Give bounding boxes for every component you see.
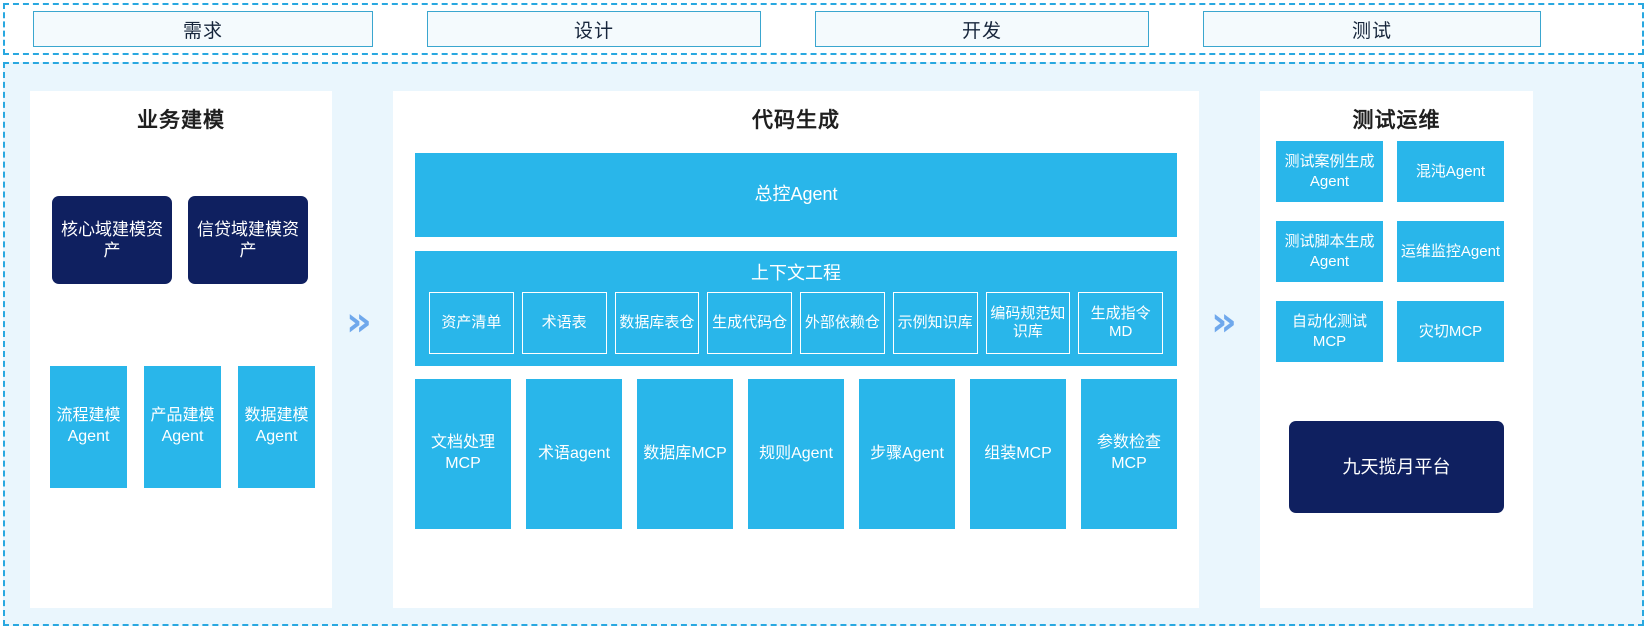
- context-item-label: 数据库表仓: [619, 313, 695, 331]
- testops-card-automated-testing-mcp[interactable]: 自动化测试MCP: [1276, 301, 1383, 362]
- panel-code-generation: 代码生成 总控Agent 上下文工程 资产清单 术语表 数据库表仓: [393, 91, 1199, 608]
- master-agent-label: 总控Agent: [754, 184, 838, 205]
- phase-tab-testing[interactable]: 测试: [1203, 11, 1541, 47]
- phase-tab-label: 需求: [182, 20, 223, 42]
- testops-card-disaster-recovery-mcp[interactable]: 灾切MCP: [1397, 301, 1504, 362]
- testops-card-operations-monitoring-agent[interactable]: 运维监控Agent: [1397, 221, 1504, 282]
- tool-card-label: 步骤Agent: [870, 444, 944, 462]
- context-item-label: 术语表: [541, 313, 587, 331]
- main-band: » » 业务建模 核心域建模资产 信贷域建模资产 流程建模Agent 产品建模A…: [3, 62, 1644, 626]
- context-item-label: 外部依赖仓: [804, 313, 880, 331]
- tool-card-label: 数据库MCP: [643, 444, 727, 462]
- testops-card-label: 运维监控Agent: [1400, 242, 1501, 260]
- asset-card-credit-domain[interactable]: 信贷域建模资产: [188, 196, 308, 284]
- agent-card-product-modeling[interactable]: 产品建模Agent: [144, 366, 221, 488]
- phase-tab-label: 设计: [573, 20, 614, 42]
- context-item-label: 编码规范知识库: [990, 304, 1066, 340]
- chevron-right-icon-left-gap: »: [346, 299, 372, 345]
- tool-card-database-mcp[interactable]: 数据库MCP: [637, 379, 733, 529]
- panel-title-code-generation: 代码生成: [752, 109, 840, 132]
- context-item-glossary[interactable]: 术语表: [521, 292, 607, 354]
- tool-card-label: 规则Agent: [759, 444, 833, 462]
- tool-card-label: 组装MCP: [984, 444, 1052, 462]
- panel-business-modeling: 业务建模 核心域建模资产 信贷域建模资产 流程建模Agent 产品建模Agent…: [30, 91, 332, 608]
- context-item-external-dependency-repo[interactable]: 外部依赖仓: [800, 292, 885, 354]
- context-item-asset-inventory[interactable]: 资产清单: [429, 292, 514, 354]
- testops-card-test-script-generation-agent[interactable]: 测试脚本生成Agent: [1276, 221, 1383, 282]
- context-engineering-items-row: 资产清单 术语表 数据库表仓 生成代码仓 外部依赖仓 示例知: [415, 292, 1177, 354]
- testops-card-label: 测试案例生成Agent: [1284, 153, 1375, 190]
- tool-card-assembly-mcp[interactable]: 组装MCP: [970, 379, 1066, 529]
- platform-card-label: 九天揽月平台: [1342, 456, 1451, 477]
- tool-card-label: 术语agent: [537, 444, 611, 462]
- context-item-label: 示例知识库: [897, 313, 973, 331]
- modeling-assets-row: 核心域建模资产 信贷域建模资产: [52, 196, 308, 284]
- tool-card-rule-agent[interactable]: 规则Agent: [748, 379, 844, 529]
- context-item-generation-instruction-md[interactable]: 生成指令MD: [1078, 292, 1163, 354]
- tool-card-step-agent[interactable]: 步骤Agent: [859, 379, 955, 529]
- context-item-db-table-repo[interactable]: 数据库表仓: [614, 292, 700, 354]
- asset-card-core-domain[interactable]: 核心域建模资产: [52, 196, 172, 284]
- platform-card-jiutian-lanyue[interactable]: 九天揽月平台: [1289, 421, 1504, 513]
- testops-card-label: 测试脚本生成Agent: [1284, 233, 1375, 270]
- panel-title-business-modeling: 业务建模: [137, 109, 225, 132]
- panel-title-test-operations: 测试运维: [1352, 109, 1441, 132]
- testops-card-label: 灾切MCP: [1418, 322, 1483, 340]
- agent-card-data-modeling[interactable]: 数据建模Agent: [238, 366, 315, 488]
- asset-card-label: 信贷域建模资产: [197, 219, 299, 260]
- tool-card-label: 文档处理MCP: [430, 434, 495, 472]
- testops-card-test-case-generation-agent[interactable]: 测试案例生成Agent: [1276, 141, 1383, 202]
- context-item-label: 生成指令MD: [1090, 304, 1151, 340]
- context-engineering-title: 上下文工程: [751, 263, 841, 283]
- phase-tab-label: 测试: [1351, 20, 1392, 42]
- context-item-coding-standard-knowledge-base[interactable]: 编码规范知识库: [985, 292, 1071, 354]
- tool-card-label: 参数检查MCP: [1096, 434, 1161, 472]
- master-agent-card[interactable]: 总控Agent: [415, 153, 1177, 237]
- context-engineering-block: 上下文工程 资产清单 术语表 数据库表仓 生成代码仓 外部依赖仓: [415, 251, 1177, 366]
- phase-tab-requirements[interactable]: 需求: [33, 11, 373, 47]
- agent-card-label: 流程建模Agent: [56, 407, 121, 445]
- tool-card-glossary-agent[interactable]: 术语agent: [526, 379, 622, 529]
- agent-card-label: 产品建模Agent: [150, 407, 215, 445]
- asset-card-label: 核心域建模资产: [61, 219, 163, 260]
- context-item-example-knowledge-base[interactable]: 示例知识库: [892, 292, 978, 354]
- tool-card-document-processing-mcp[interactable]: 文档处理MCP: [415, 379, 511, 529]
- phase-band: 需求 设计 开发 测试: [3, 3, 1644, 55]
- phase-tab-label: 开发: [961, 20, 1002, 42]
- context-item-generated-code-repo[interactable]: 生成代码仓: [707, 292, 792, 354]
- agent-card-process-modeling[interactable]: 流程建模Agent: [50, 366, 127, 488]
- chevron-right-icon-right-gap: »: [1211, 299, 1237, 345]
- testops-card-chaos-agent[interactable]: 混沌Agent: [1397, 141, 1504, 202]
- context-item-label: 生成代码仓: [712, 313, 788, 331]
- panel-test-operations: 测试运维 测试案例生成Agent 混沌Agent 测试脚本生成Agent 运维监…: [1260, 91, 1533, 608]
- phase-tab-design[interactable]: 设计: [427, 11, 761, 47]
- context-item-label: 资产清单: [441, 313, 502, 331]
- tool-card-parameter-check-mcp[interactable]: 参数检查MCP: [1081, 379, 1177, 529]
- testops-card-label: 混沌Agent: [1415, 162, 1486, 180]
- modeling-agents-row: 流程建模Agent 产品建模Agent 数据建模Agent: [50, 366, 315, 488]
- phase-tab-development[interactable]: 开发: [815, 11, 1149, 47]
- codegen-tool-row: 文档处理MCP 术语agent 数据库MCP 规则Agent 步骤Agent 组…: [415, 379, 1177, 529]
- agent-card-label: 数据建模Agent: [244, 407, 309, 445]
- testops-card-label: 自动化测试MCP: [1291, 313, 1367, 350]
- testops-grid: 测试案例生成Agent 混沌Agent 测试脚本生成Agent 运维监控Agen…: [1276, 141, 1518, 362]
